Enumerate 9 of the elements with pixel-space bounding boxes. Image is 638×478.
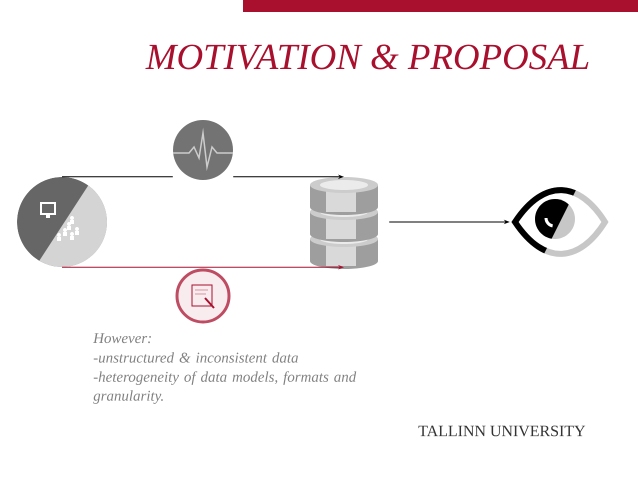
university-name: TALLINN UNIVERSITY [418, 426, 586, 436]
database-icon [310, 177, 378, 269]
note-text: -unstructured & inconsistent data [94, 352, 298, 363]
heartbeat-icon [173, 120, 233, 180]
eye-icon [512, 187, 608, 257]
source-drawing [17, 177, 107, 267]
note-text: -heterogeneity of data models, formats and granularity. [93, 371, 356, 404]
title: MOTIVATION & PROPOSAL [145, 44, 588, 70]
note-text: However: [93, 333, 151, 344]
